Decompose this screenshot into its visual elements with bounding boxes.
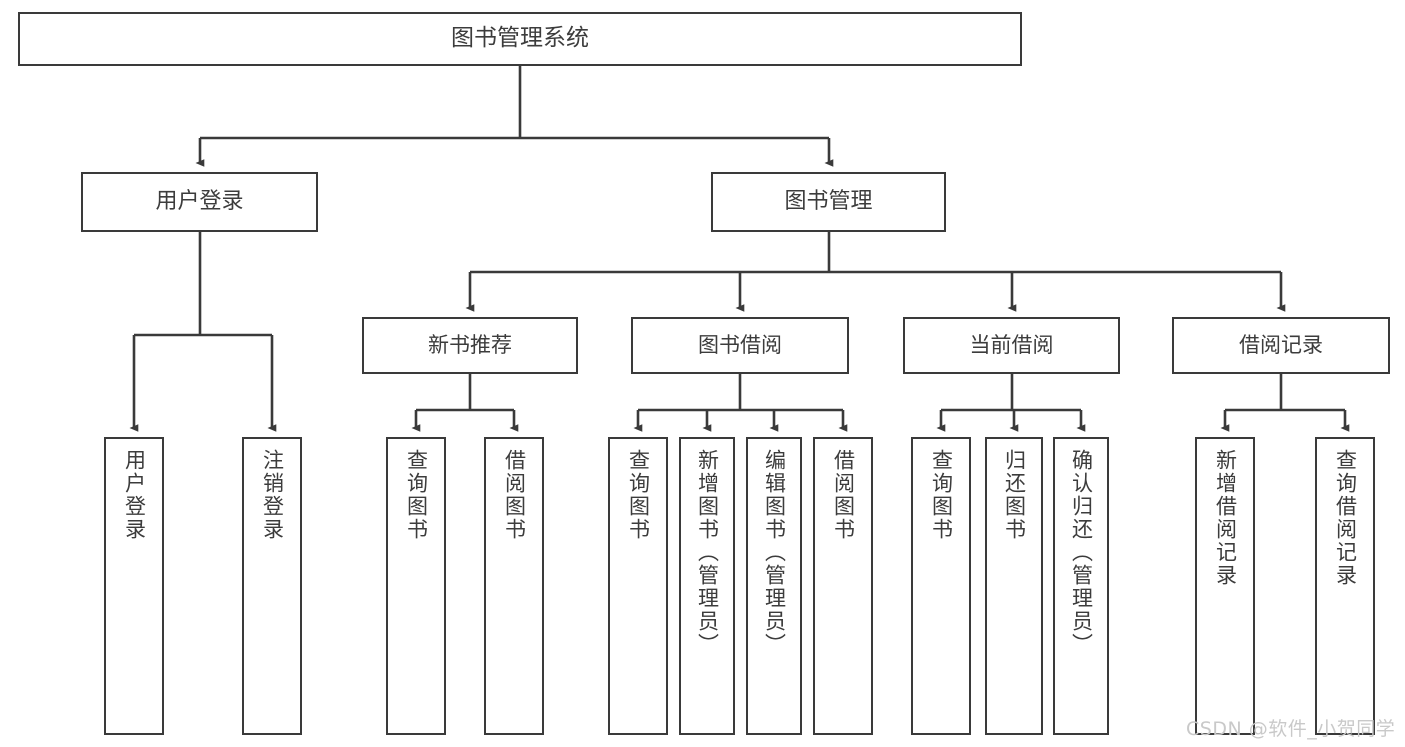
node-leaf-borrow-book-1: 借阅图书: [484, 437, 544, 735]
node-leaf-add-record: 新增借阅记录: [1195, 437, 1255, 735]
node-current-borrow: 当前借阅: [903, 317, 1120, 374]
node-label-leaf-query-book-1: 查询图书: [404, 449, 429, 541]
node-label-leaf-query-record: 查询借阅记录: [1333, 449, 1358, 587]
node-label-leaf-query-book-2: 查询图书: [626, 449, 651, 541]
node-leaf-query-record: 查询借阅记录: [1315, 437, 1375, 735]
node-label-leaf-query-book-3: 查询图书: [929, 449, 954, 541]
node-leaf-query-book-2: 查询图书: [608, 437, 668, 735]
node-label-leaf-user-login: 用户登录: [122, 449, 147, 541]
csdn-watermark: CSDN @软件_小贺同学: [1186, 718, 1396, 740]
node-book-borrow: 图书借阅: [631, 317, 849, 374]
node-label-book-manage: 图书管理: [784, 189, 873, 215]
node-label-new-book-recommend: 新书推荐: [428, 333, 512, 358]
node-label-leaf-add-record: 新增借阅记录: [1213, 449, 1238, 587]
node-label-leaf-return-book: 归还图书: [1002, 449, 1027, 541]
node-leaf-query-book-1: 查询图书: [386, 437, 446, 735]
node-label-leaf-borrow-book-1: 借阅图书: [502, 449, 527, 541]
node-leaf-edit-book: 编辑图书（管理员）: [746, 437, 802, 735]
node-leaf-logout: 注销登录: [242, 437, 302, 735]
node-label-leaf-logout: 注销登录: [260, 449, 285, 541]
node-leaf-borrow-book-2: 借阅图书: [813, 437, 873, 735]
node-leaf-user-login: 用户登录: [104, 437, 164, 735]
node-label-root: 图书管理系统: [451, 25, 589, 52]
node-borrow-record: 借阅记录: [1172, 317, 1390, 374]
node-leaf-return-book: 归还图书: [985, 437, 1043, 735]
node-label-leaf-borrow-book-2: 借阅图书: [831, 449, 856, 541]
node-label-current-borrow: 当前借阅: [969, 333, 1054, 358]
node-leaf-query-book-3: 查询图书: [911, 437, 971, 735]
node-user-login: 用户登录: [81, 172, 318, 232]
node-new-book-recommend: 新书推荐: [362, 317, 578, 374]
node-label-user-login: 用户登录: [155, 189, 244, 215]
node-label-leaf-edit-book: 编辑图书（管理员）: [762, 449, 787, 656]
node-root: 图书管理系统: [18, 12, 1022, 66]
node-book-manage: 图书管理: [711, 172, 946, 232]
node-leaf-add-book: 新增图书（管理员）: [679, 437, 735, 735]
node-leaf-confirm-return: 确认归还（管理员）: [1053, 437, 1109, 735]
node-label-borrow-record: 借阅记录: [1239, 333, 1323, 358]
node-label-leaf-confirm-return: 确认归还（管理员）: [1069, 449, 1094, 656]
node-label-book-borrow: 图书借阅: [698, 333, 782, 358]
node-label-leaf-add-book: 新增图书（管理员）: [695, 449, 720, 656]
